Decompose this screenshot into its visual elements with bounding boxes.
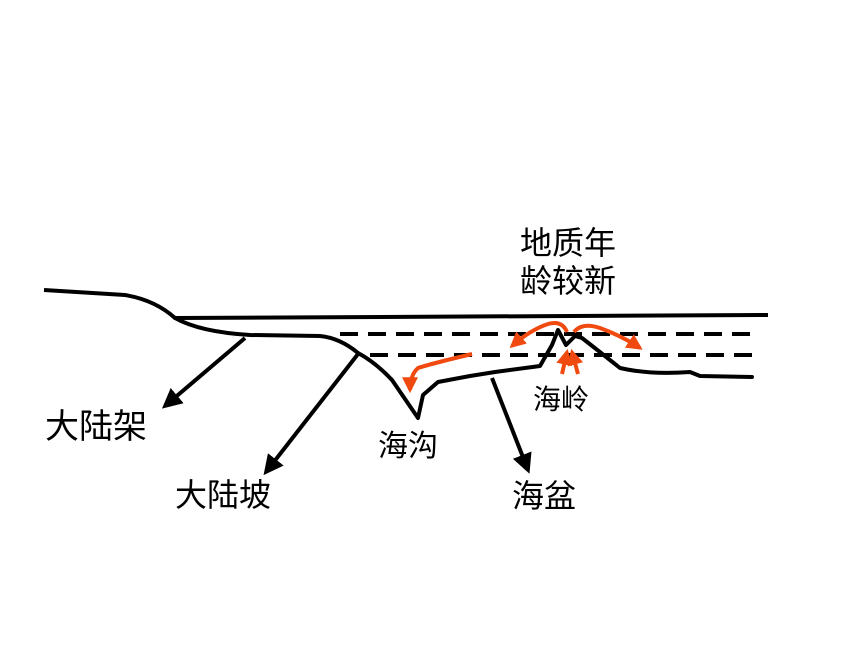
- upwelling-arrow-left: [556, 348, 572, 375]
- upwelling-arrow-right: [567, 348, 584, 375]
- spread-arrow-left: [509, 321, 569, 349]
- basin-arrow: [490, 377, 532, 474]
- geologic-age-line2: 龄较新: [520, 262, 617, 300]
- basin-label: 海盆: [512, 477, 577, 515]
- subduction-arrow: [402, 352, 473, 394]
- continental-shelf-arrow: [161, 336, 247, 409]
- spread-arrow-right: [572, 323, 643, 350]
- geologic-age-line1: 地质年: [520, 224, 617, 262]
- ridge-label: 海岭: [533, 383, 590, 416]
- continental-slope-label: 大陆坡: [175, 476, 272, 514]
- continental-shelf-label: 大陆架: [45, 407, 147, 447]
- geologic-age-note: 地质年 龄较新: [520, 224, 616, 300]
- trench-label: 海沟: [378, 429, 438, 464]
- sea-surface-line: [43, 288, 769, 320]
- seafloor-profile: [173, 316, 754, 420]
- continental-slope-arrow: [263, 352, 360, 476]
